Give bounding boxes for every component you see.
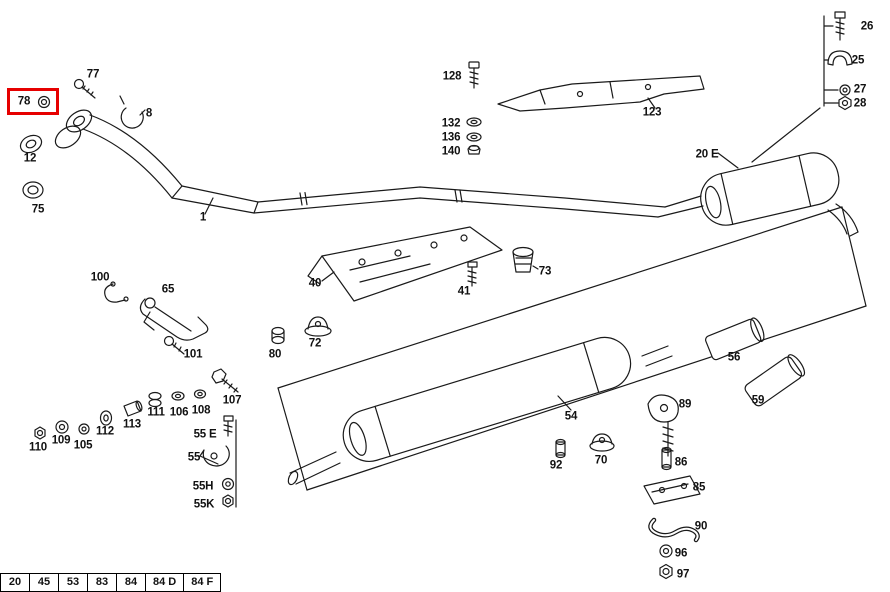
part-label-12[interactable]: 12 — [23, 152, 37, 165]
index-cell-20[interactable]: 20 — [0, 572, 30, 592]
part-label-110[interactable]: 110 — [29, 441, 47, 454]
part-label-55e[interactable]: 55 E — [193, 428, 217, 441]
index-cell-84f[interactable]: 84 F — [184, 572, 222, 592]
part-label-89[interactable]: 89 — [678, 398, 692, 411]
part-label-65[interactable]: 65 — [161, 283, 175, 296]
part-label-112[interactable]: 112 — [96, 425, 114, 438]
part-92-spacer — [555, 438, 566, 459]
part-89-bracket — [647, 394, 679, 457]
part-label-136[interactable]: 136 — [441, 131, 461, 144]
part-85-plate — [643, 475, 701, 505]
part-90-hook — [648, 517, 700, 543]
part-label-128[interactable]: 128 — [442, 70, 462, 83]
part-12-gasket — [19, 134, 43, 154]
part-77-bolt — [73, 78, 96, 99]
part-label-105[interactable]: 105 — [73, 439, 93, 452]
part-123-heat-shield — [497, 75, 705, 112]
part-41-bolt — [467, 261, 478, 287]
index-cell-84d[interactable]: 84 D — [146, 572, 185, 592]
part-label-72[interactable]: 72 — [308, 337, 322, 350]
part-96-washer — [659, 544, 673, 558]
part-label-28[interactable]: 28 — [853, 97, 867, 110]
part-label-25[interactable]: 25 — [851, 54, 865, 67]
part-label-20e[interactable]: 20 E — [695, 148, 719, 161]
part-8-clamp — [119, 95, 146, 129]
rear-clamp-hardware-group — [823, 11, 853, 111]
perspective-frame-lines — [277, 107, 867, 491]
part-label-26[interactable]: 26 — [860, 20, 874, 33]
part-label-101[interactable]: 101 — [183, 348, 203, 361]
part-54-center-muffler — [287, 336, 673, 486]
hanger-hardware-row — [34, 368, 239, 440]
part-label-78[interactable]: 78 — [17, 95, 31, 108]
part-label-140[interactable]: 140 — [441, 145, 461, 158]
part-label-97[interactable]: 97 — [676, 568, 690, 581]
part-20e-rear-muffler — [657, 152, 859, 237]
part-label-132[interactable]: 132 — [441, 117, 461, 130]
part-label-70[interactable]: 70 — [594, 454, 608, 467]
part-56-pipe — [705, 317, 765, 361]
part-label-109[interactable]: 109 — [51, 434, 71, 447]
part-label-90[interactable]: 90 — [694, 520, 708, 533]
part-128-bolt — [468, 61, 480, 89]
part-78-nut — [37, 95, 51, 109]
part-label-40[interactable]: 40 — [308, 277, 322, 290]
part-label-8[interactable]: 8 — [145, 107, 153, 120]
part-label-55[interactable]: 55 — [187, 451, 201, 464]
part-65-bracket — [139, 297, 209, 341]
part-label-80[interactable]: 80 — [268, 348, 282, 361]
part-label-55k[interactable]: 55K — [193, 498, 215, 511]
part-label-73[interactable]: 73 — [538, 265, 552, 278]
index-cell-84[interactable]: 84 — [117, 572, 146, 592]
part-100-hook — [104, 281, 129, 303]
part-72-grommet — [304, 316, 332, 337]
part-label-123[interactable]: 123 — [642, 106, 662, 119]
part-label-85[interactable]: 85 — [692, 481, 706, 494]
part-label-108[interactable]: 108 — [191, 404, 211, 417]
part-55-clamp-group — [199, 415, 237, 508]
part-label-75[interactable]: 75 — [31, 203, 45, 216]
part-59-pipe — [744, 354, 806, 407]
index-cell-45[interactable]: 45 — [30, 572, 59, 592]
part-label-107[interactable]: 107 — [222, 394, 242, 407]
part-label-55h[interactable]: 55H — [192, 480, 214, 493]
part-86-sleeve — [661, 446, 672, 471]
part-label-92[interactable]: 92 — [549, 459, 563, 472]
part-97-nut — [659, 563, 673, 580]
part-73-mount — [512, 246, 539, 273]
part-label-56[interactable]: 56 — [727, 351, 741, 364]
part-label-111[interactable]: 111 — [147, 406, 165, 419]
highlight-box — [7, 88, 59, 115]
part-75-ring — [22, 181, 44, 199]
part-label-106[interactable]: 106 — [169, 406, 189, 419]
part-label-96[interactable]: 96 — [674, 547, 688, 560]
part-132-136-140-stack — [466, 117, 482, 155]
part-label-100[interactable]: 100 — [90, 271, 110, 284]
part-label-77[interactable]: 77 — [86, 68, 100, 81]
part-label-27[interactable]: 27 — [853, 83, 867, 96]
part-40-heat-shield — [307, 226, 503, 302]
part-80-spacer — [271, 326, 285, 345]
part-101-bolt — [163, 335, 185, 355]
front-pipe-assembly — [54, 109, 666, 218]
index-cell-53[interactable]: 53 — [59, 572, 88, 592]
part-label-59[interactable]: 59 — [751, 394, 765, 407]
index-cell-83[interactable]: 83 — [88, 572, 117, 592]
part-label-113[interactable]: 113 — [123, 418, 141, 431]
part-label-1[interactable]: 1 — [199, 211, 207, 224]
part-label-41[interactable]: 41 — [457, 285, 471, 298]
part-label-54[interactable]: 54 — [564, 410, 578, 423]
part-70-grommet — [589, 433, 615, 452]
part-label-86[interactable]: 86 — [674, 456, 688, 469]
